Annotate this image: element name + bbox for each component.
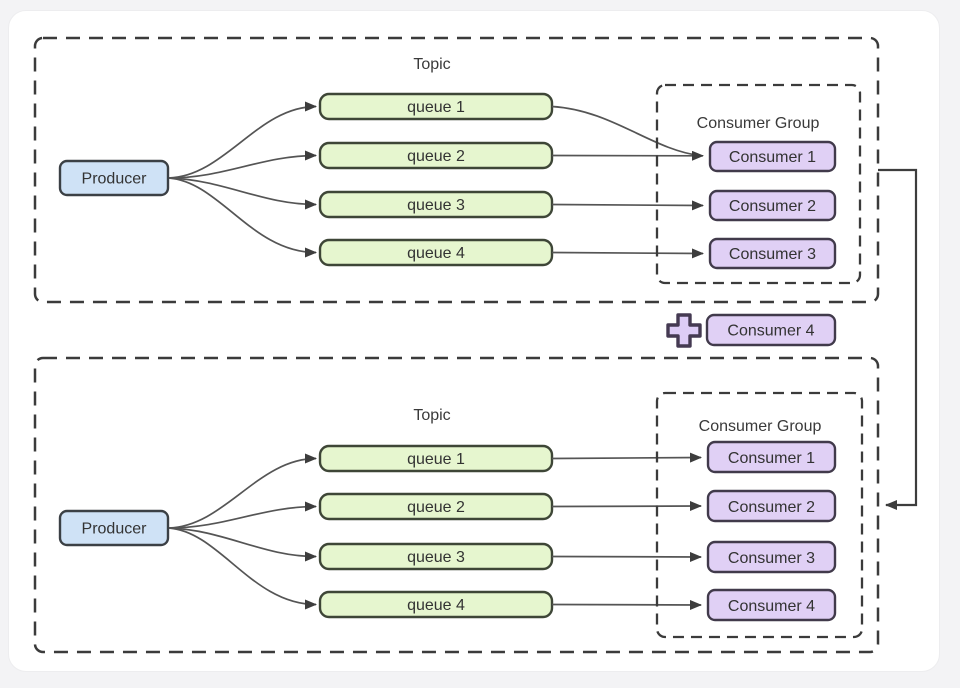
added-consumer-box [705, 313, 837, 347]
arrow-top-queue3-consumer2 [551, 200, 704, 211]
queue-label-top-4: queue 4 [407, 245, 465, 262]
arrow-top-queue4-consumer3 [551, 248, 704, 259]
queue-label-bottom-3: queue 3 [407, 549, 465, 566]
arrow-bottom-queue3-consumer3 [551, 551, 702, 562]
panel-after: Topic Producer queue 1 queue 2 queue 3 q… [33, 356, 880, 654]
queue-label-bottom-1: queue 1 [407, 451, 465, 468]
consumer-box-bottom-3 [706, 540, 837, 574]
consumer-label-top-1: Consumer 1 [729, 149, 816, 166]
producer-box-bottom [58, 509, 170, 547]
consumer-box-top-2 [708, 189, 837, 222]
consumer-label-top-2: Consumer 2 [729, 198, 816, 215]
topic-label-top: Topic [413, 56, 450, 73]
arrow-bottom-producer-queue2 [168, 501, 317, 529]
topic-label-bottom: Topic [413, 407, 450, 424]
producer-box-top [58, 159, 170, 197]
queue-label-top-2: queue 2 [407, 148, 465, 165]
arrow-bottom-queue2-consumer2 [551, 501, 702, 512]
consumer-label-bottom-3: Consumer 3 [728, 550, 815, 567]
queue-label-top-1: queue 1 [407, 99, 465, 116]
rebalance-connector-arrow [878, 168, 918, 510]
arrow-bottom-queue4-consumer4 [551, 599, 702, 610]
arrow-top-producer-queue3 [168, 177, 317, 210]
consumer-box-bottom-2 [706, 489, 837, 523]
consumer-group-border-bottom [655, 391, 864, 639]
added-consumer-row: Consumer 4 [666, 313, 837, 348]
producer-label-top: Producer [82, 171, 148, 188]
arrow-top-producer-queue1 [168, 101, 317, 179]
arrow-top-queue1-consumer1 [551, 105, 701, 157]
queue-label-top-3: queue 3 [407, 197, 465, 214]
consumer-label-bottom-4: Consumer 4 [728, 598, 815, 615]
plus-icon [666, 313, 702, 348]
consumer-box-bottom-1 [706, 440, 837, 474]
consumer-group-border-top [655, 83, 862, 285]
panel-before: Topic Producer queue 1 queue 2 queue 3 q… [33, 36, 880, 304]
consumer-box-top-3 [708, 237, 837, 270]
arrow-bottom-queue1-consumer1 [551, 452, 702, 463]
queue-label-bottom-2: queue 2 [407, 499, 465, 516]
arrow-top-producer-queue2 [168, 150, 317, 179]
consumer-label-top-3: Consumer 3 [729, 246, 816, 263]
consumer-group-label-bottom: Consumer Group [699, 418, 822, 435]
arrow-top-producer-queue4 [168, 177, 317, 258]
arrow-bottom-producer-queue1 [168, 453, 317, 529]
added-consumer-label: Consumer 4 [727, 323, 814, 340]
queue-label-bottom-4: queue 4 [407, 597, 465, 614]
consumer-box-bottom-4 [706, 588, 837, 622]
consumer-group-label-top: Consumer Group [697, 115, 820, 132]
topic-panel-border-bottom [33, 356, 880, 654]
producer-label-bottom: Producer [82, 521, 148, 538]
arrow-bottom-producer-queue4 [168, 527, 317, 610]
consumer-label-bottom-1: Consumer 1 [728, 450, 815, 467]
arrow-bottom-producer-queue3 [168, 527, 317, 562]
consumer-box-top-1 [708, 140, 837, 173]
consumer-label-bottom-2: Consumer 2 [728, 499, 815, 516]
